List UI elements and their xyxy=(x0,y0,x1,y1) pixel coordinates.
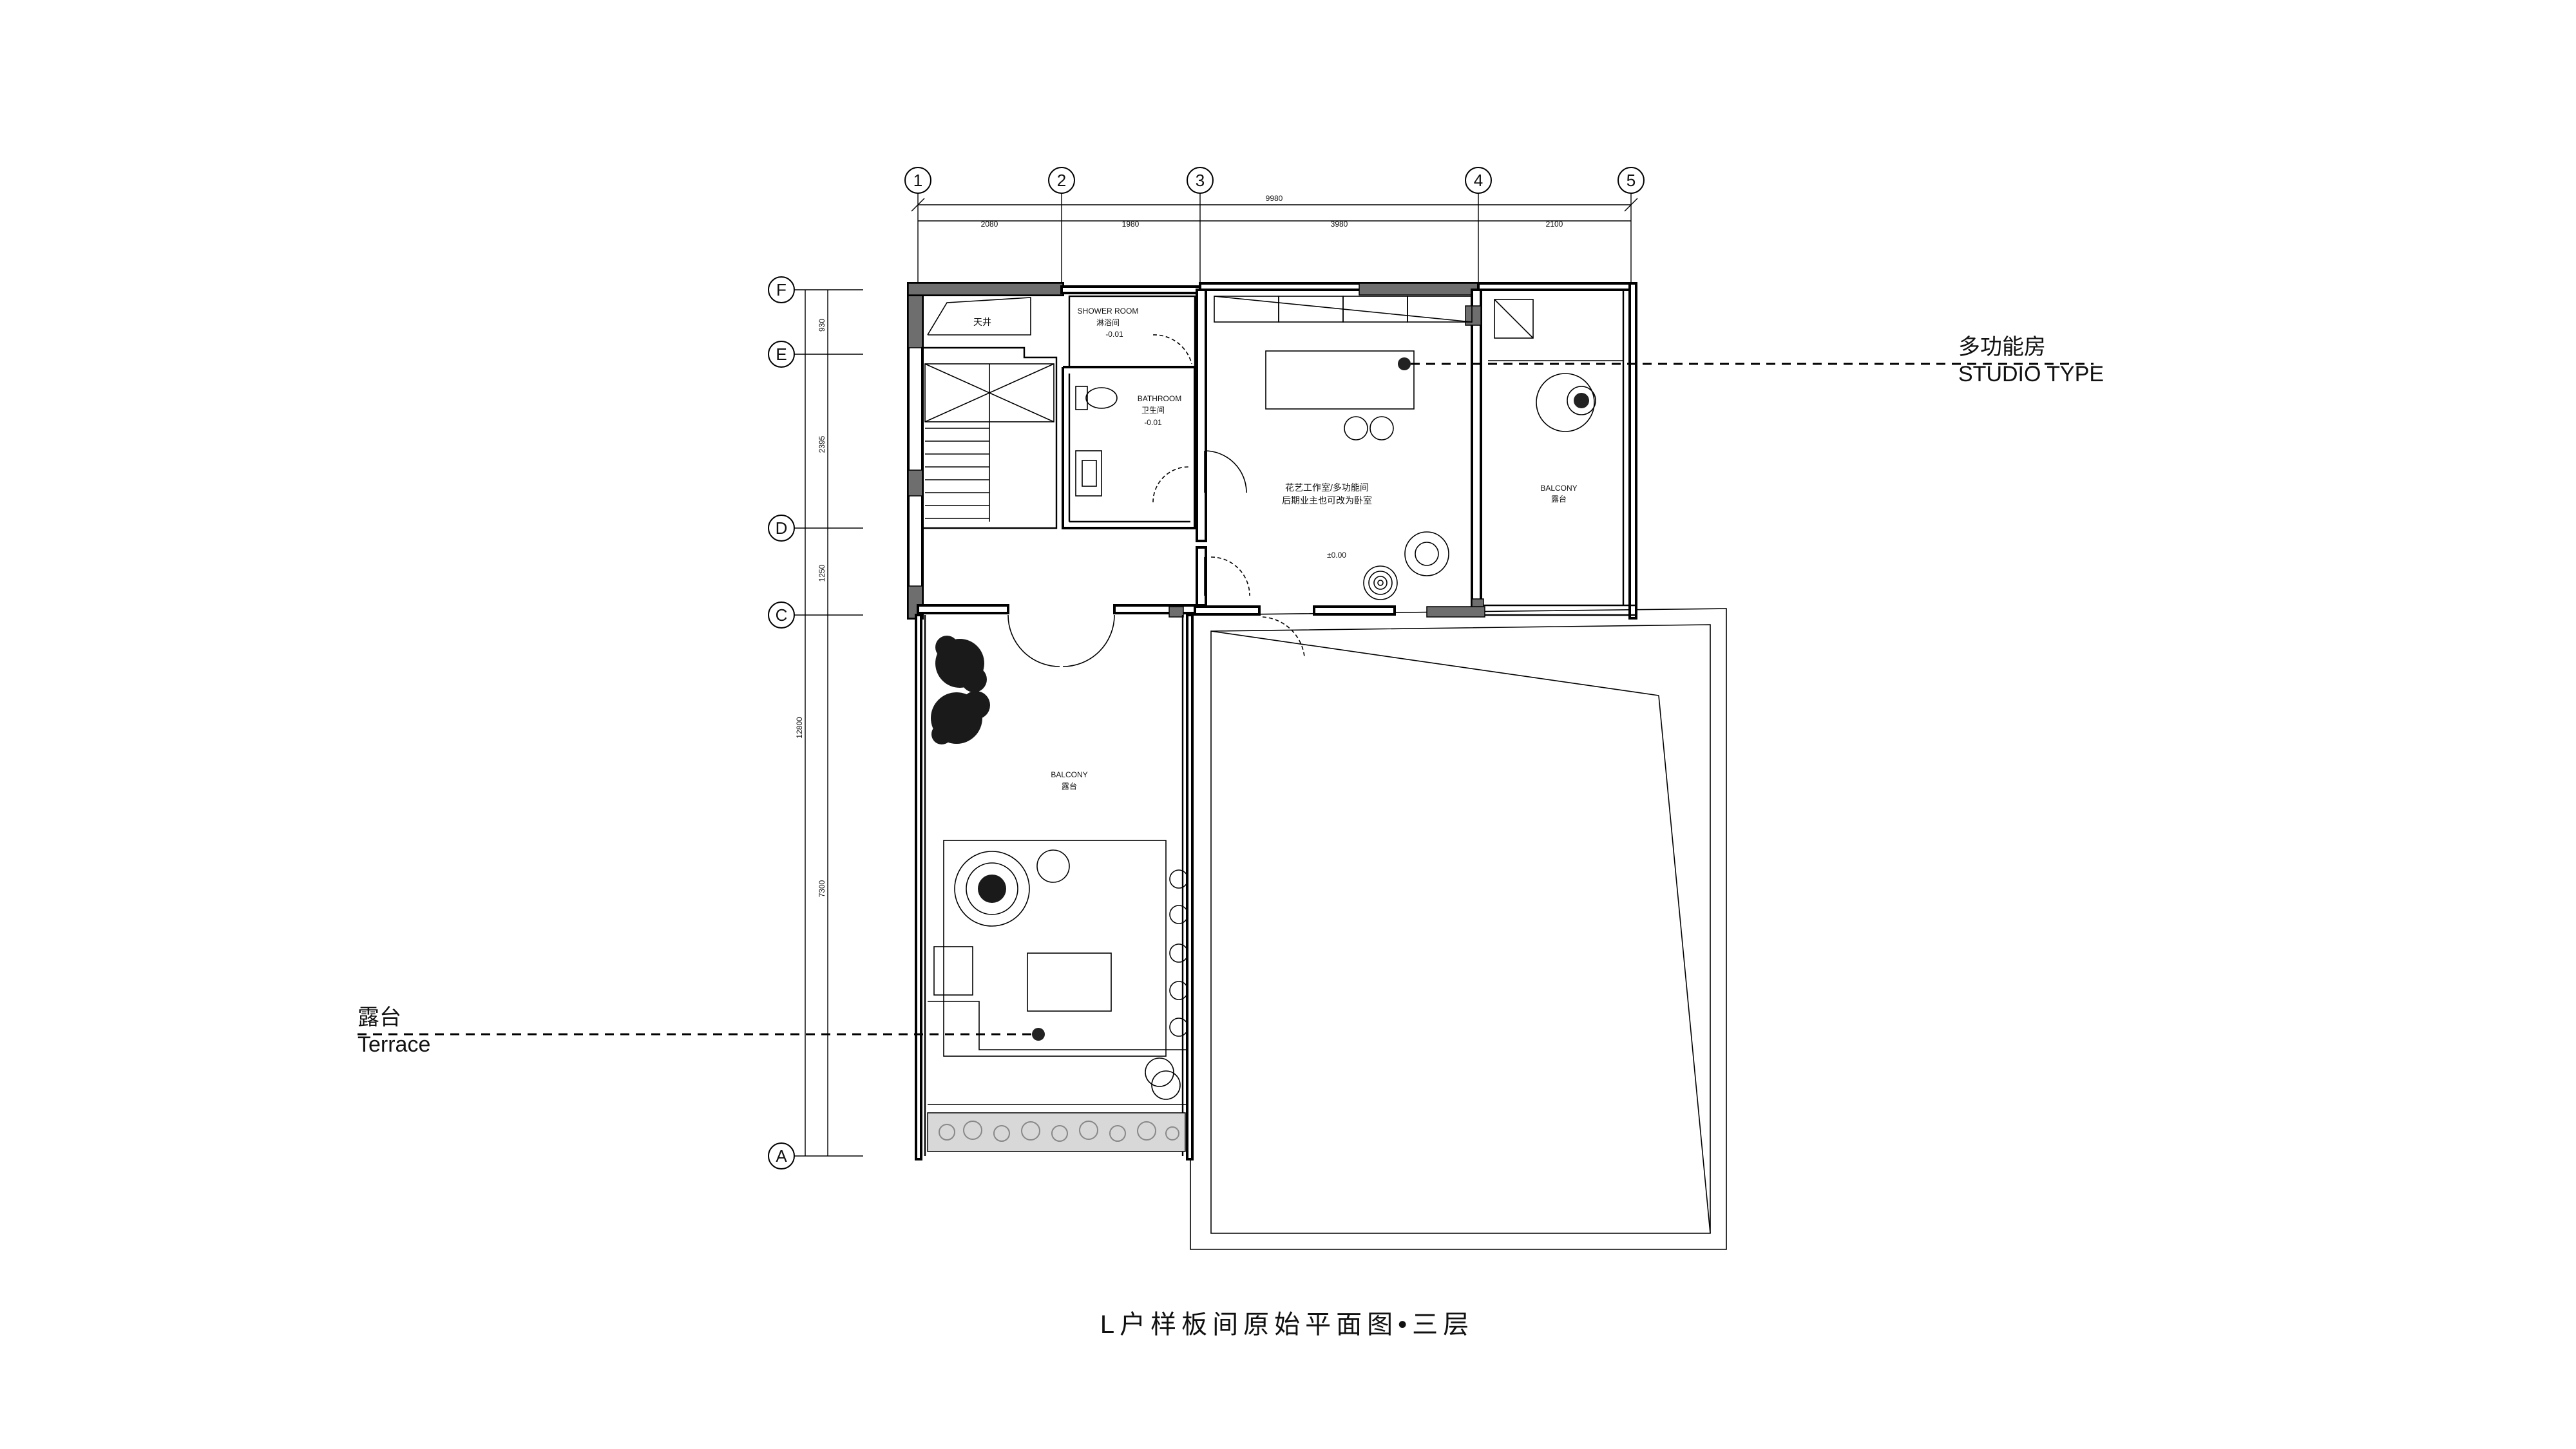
svg-text:C: C xyxy=(776,605,788,625)
shower-label-en: SHOWER ROOM xyxy=(1078,307,1139,316)
svg-text:5: 5 xyxy=(1627,171,1636,190)
shower-room: SHOWER ROOM 淋浴间 -0.01 xyxy=(1068,295,1196,368)
grid-bubble-C: C xyxy=(768,601,795,629)
studio-callout-cn: 多功能房 xyxy=(1958,335,2046,359)
cabinet-row xyxy=(1214,296,1473,323)
grid-bubble-4: 4 xyxy=(1465,167,1492,194)
rug xyxy=(943,840,1167,1057)
sink-icon xyxy=(1075,450,1102,497)
balcony-left-en: BALCONY xyxy=(1051,770,1087,779)
rug-spiral-icon xyxy=(1363,565,1398,600)
chair-icon xyxy=(1536,373,1596,432)
dim-left-5: 7300 xyxy=(817,880,826,897)
svg-text:F: F xyxy=(776,280,787,299)
studio-room: 花艺工作室/多功能间 后期业主也可改为卧室 ±0.00 xyxy=(1204,296,1473,658)
balcony-left: BALCONY 露台 xyxy=(927,636,1188,1152)
svg-text:3: 3 xyxy=(1196,171,1205,190)
planter-bed xyxy=(927,1112,1186,1152)
drawing-title: L户样板间原始平面图•三层 xyxy=(1100,1311,1474,1339)
svg-text:A: A xyxy=(776,1146,787,1166)
studio-callout: 多功能房 STUDIO TYPE xyxy=(1411,335,2104,386)
svg-text:4: 4 xyxy=(1474,171,1483,190)
coffee-table xyxy=(1027,952,1112,1012)
bath-level: -0.01 xyxy=(1144,418,1162,427)
svg-text:2: 2 xyxy=(1057,171,1066,190)
studio-label-2: 后期业主也可改为卧室 xyxy=(1282,495,1372,506)
balcony-right-cn: 露台 xyxy=(1551,494,1567,504)
terrace-callout: 露台 Terrace xyxy=(358,1005,1032,1057)
studio-label-1: 花艺工作室/多功能间 xyxy=(1285,482,1369,493)
dim-left-4: 12800 xyxy=(795,717,804,739)
shower-level: -0.01 xyxy=(1105,330,1123,339)
studio-callout-dot xyxy=(1398,357,1411,370)
stair-treads xyxy=(925,428,989,519)
grid-bubble-5: 5 xyxy=(1617,167,1645,194)
bathroom: BATHROOM 卫生间 -0.01 xyxy=(1062,366,1196,529)
dim-top-1: 2080 xyxy=(981,220,998,229)
dim-left-3: 1250 xyxy=(817,564,826,582)
armchair xyxy=(933,946,973,996)
svg-text:D: D xyxy=(776,518,788,538)
terrace-callout-en: Terrace xyxy=(358,1032,430,1057)
stool-icon xyxy=(1369,416,1394,440)
dim-top-2: 1980 xyxy=(1122,220,1140,229)
grid-bubble-3: 3 xyxy=(1187,167,1214,194)
svg-text:E: E xyxy=(776,345,787,364)
french-door xyxy=(1007,614,1115,667)
stool-icon xyxy=(1344,416,1368,440)
balcony-left-cn: 露台 xyxy=(1062,781,1077,791)
grid-bubble-A: A xyxy=(768,1142,795,1170)
dim-left-1: 930 xyxy=(817,319,826,332)
bath-label-en: BATHROOM xyxy=(1138,394,1181,403)
column-grid: 1 2 3 4 5 xyxy=(904,167,1645,283)
shower-label-cn: 淋浴间 xyxy=(1096,318,1120,327)
balcony-right: BALCONY 露台 xyxy=(1488,299,1623,504)
toilet-icon xyxy=(1075,386,1118,410)
row-grid: F E D C A 930 2395 1250 12800 7300 xyxy=(768,276,863,1170)
studio-level: ±0.00 xyxy=(1327,551,1346,560)
dim-top-3: 3980 xyxy=(1331,220,1348,229)
work-table xyxy=(1265,350,1415,410)
dim-total: 9980 xyxy=(1266,194,1283,203)
skylight-label: 天井 xyxy=(973,317,991,327)
planter-pattern xyxy=(939,1121,1179,1142)
grid-bubble-2: 2 xyxy=(1048,167,1075,194)
chair-icon xyxy=(1404,531,1449,576)
studio-callout-en: STUDIO TYPE xyxy=(1958,362,2104,386)
balcony-right-en: BALCONY xyxy=(1540,484,1577,493)
bath-label-cn: 卫生间 xyxy=(1141,406,1165,415)
terrace-callout-dot xyxy=(1032,1028,1045,1041)
exterior-walls xyxy=(907,282,1637,1160)
dim-left-2: 2395 xyxy=(817,435,826,453)
stair: 天井 xyxy=(921,297,1058,529)
dim-top-4: 2100 xyxy=(1546,220,1563,229)
top-dimensions: 9980 2080 1980 3980 2100 xyxy=(911,194,1638,229)
grid-bubble-D: D xyxy=(768,515,795,542)
roof-outline xyxy=(1190,608,1727,1250)
side-table-icon xyxy=(1036,849,1070,883)
grid-bubble-F: F xyxy=(768,276,795,303)
outdoor-chairs xyxy=(1169,869,1188,1037)
svg-text:1: 1 xyxy=(913,171,922,190)
round-stools xyxy=(1145,1057,1181,1100)
grid-bubble-1: 1 xyxy=(904,167,931,194)
grid-bubble-E: E xyxy=(768,341,795,368)
terrace-callout-cn: 露台 xyxy=(358,1005,401,1030)
plant-icon xyxy=(931,636,990,744)
round-table-icon xyxy=(954,851,1030,927)
